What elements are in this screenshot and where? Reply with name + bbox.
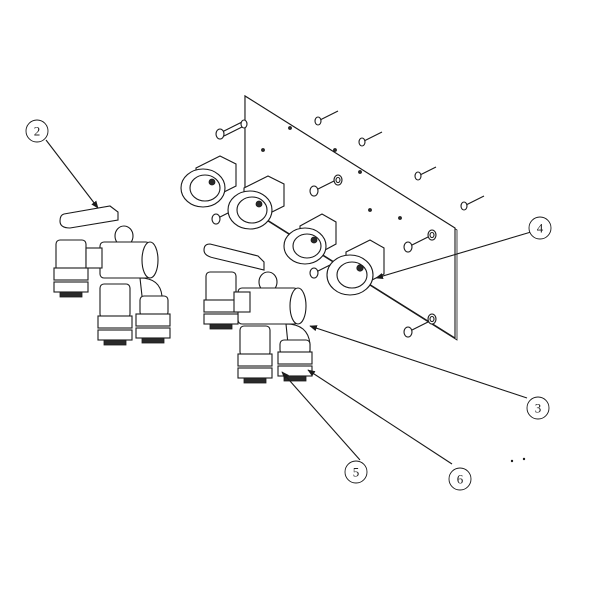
callout-2: 2	[25, 119, 49, 143]
callout-label: 4	[537, 221, 544, 236]
pipe-clamp	[283, 213, 337, 265]
callout-4: 4	[528, 216, 552, 240]
callout-label: 6	[457, 472, 464, 487]
callout-label: 2	[34, 124, 41, 139]
leader-lines	[45, 139, 532, 465]
mounting-plate	[244, 95, 458, 341]
callout-label: 5	[353, 465, 360, 480]
callout-label: 3	[535, 401, 542, 416]
pipe-clamp	[227, 175, 285, 230]
valve-assembly-left	[53, 205, 171, 346]
leader-line	[309, 325, 528, 399]
callout-6: 6	[448, 467, 472, 491]
callout-3: 3	[526, 396, 550, 420]
leader-line	[45, 139, 99, 209]
leader-line	[375, 231, 532, 279]
valve-assembly-right	[203, 243, 313, 384]
pipe-clamp	[180, 155, 237, 208]
pipe-clamp	[326, 239, 385, 296]
mounting-bolts	[211, 110, 485, 338]
leader-line	[281, 371, 361, 461]
pipe-clamps	[180, 155, 385, 296]
callout-5: 5	[344, 460, 368, 484]
leader-line	[307, 369, 453, 465]
